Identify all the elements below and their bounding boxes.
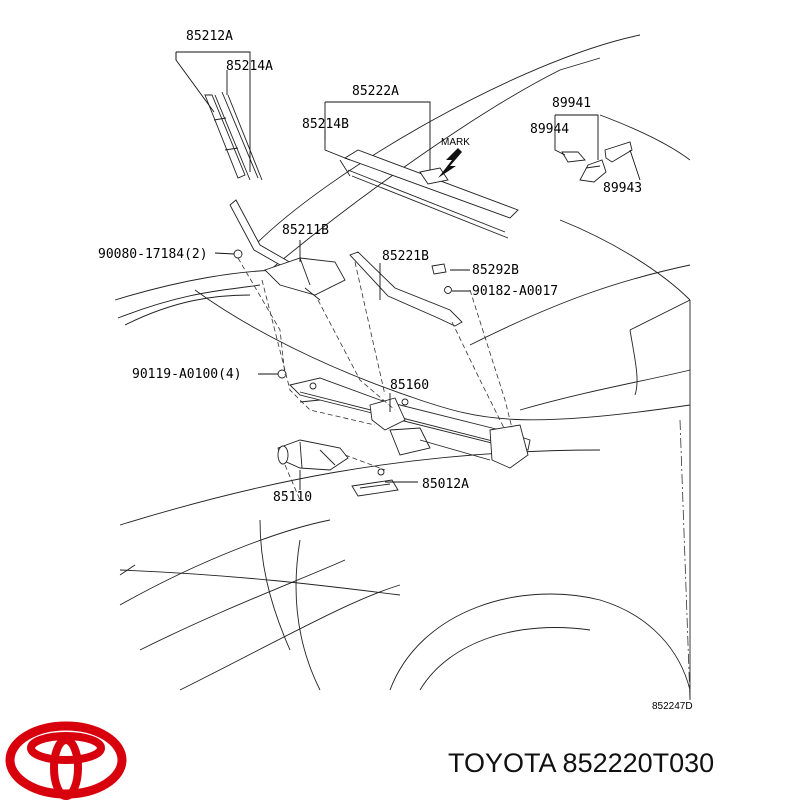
cap-parts [561, 141, 633, 183]
wiper-arm-left [229, 199, 346, 301]
label-85212A: 85212A [186, 29, 233, 44]
label-85012A: 85012A [422, 477, 469, 492]
part-caption: TOYOTA 852220T030 [448, 748, 714, 778]
mark-arrow [438, 148, 462, 178]
label-85292B: 85292B [472, 263, 519, 278]
part-number: 852220T030 [563, 748, 715, 778]
wiper-blade-center [339, 149, 519, 239]
toyota-logo-icon [5, 721, 127, 800]
label-85211B: 85211B [282, 223, 329, 238]
label-85214B: 85214B [302, 117, 349, 132]
part-labels: 85212A 85214A 85222A 85214B MARK 89941 8… [98, 29, 693, 712]
label-85214A: 85214A [226, 59, 273, 74]
wiper-linkage [277, 369, 531, 469]
label-89943: 89943 [603, 181, 642, 196]
label-85110: 85110 [273, 490, 312, 505]
label-89944: 89944 [530, 122, 569, 137]
drawing-code: 852247D [652, 701, 693, 712]
label-mark: MARK [441, 137, 470, 148]
label-90080-17184: 90080-17184(2) [98, 247, 208, 262]
label-85160: 85160 [390, 378, 429, 393]
assembly-lines [237, 257, 513, 501]
leader-lines [175, 51, 641, 490]
motor-bracket [351, 468, 399, 497]
wiper-blade-left [204, 91, 263, 181]
label-85221B: 85221B [382, 249, 429, 264]
brand-name: TOYOTA [448, 748, 557, 778]
label-90182-A0017: 90182-A0017 [472, 284, 558, 299]
wiper-arm-right [349, 251, 463, 327]
label-85222A: 85222A [352, 84, 399, 99]
wiper-motor [277, 439, 349, 471]
label-90119-A0100: 90119-A0100(4) [132, 367, 242, 382]
label-89941: 89941 [552, 96, 591, 111]
